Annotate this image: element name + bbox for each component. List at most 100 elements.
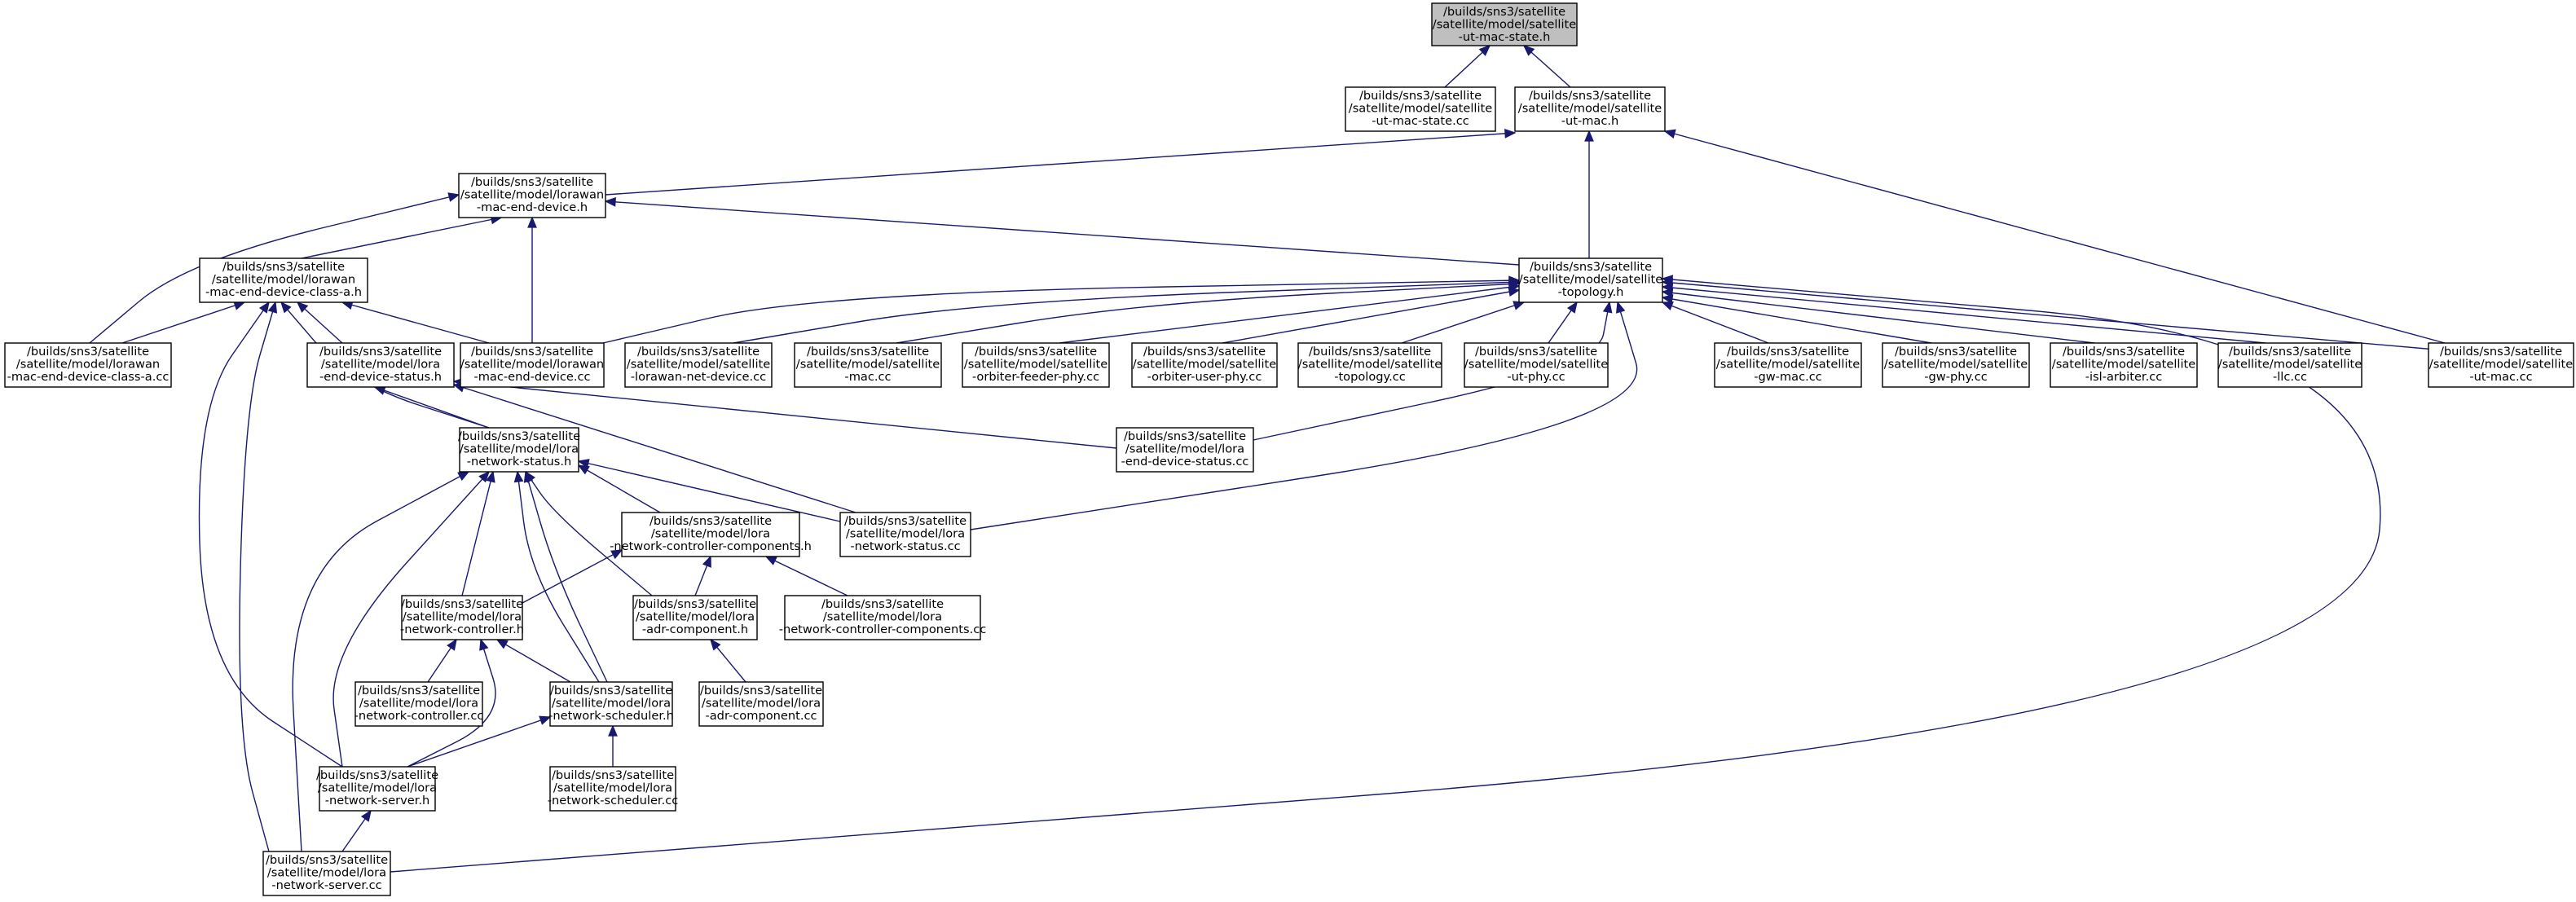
arrowhead-lora-adr-component-h-to-lora-network-controller-components-h (702, 555, 711, 568)
node-label-line: /builds/sns3/satellite (1895, 345, 2017, 359)
node-lora-network-scheduler-h[interactable]: /builds/sns3/satellite/satellite/model/l… (548, 681, 674, 727)
node-label-line: -network-status.cc (850, 539, 960, 553)
node-label-line: -network-scheduler.cc (548, 794, 679, 807)
arrowhead-lora-network-controller-h-to-lora-network-controller-components-h (610, 549, 623, 560)
node-lora-network-controller-cc[interactable]: /builds/sns3/satellite/satellite/model/l… (354, 681, 484, 727)
node-label-line: /builds/sns3/satellite (1309, 345, 1431, 359)
edge-mac-cc-to-topology-h (896, 283, 1520, 344)
node-label-line: /satellite/model/lorawan (16, 358, 160, 372)
node-box (401, 595, 523, 640)
node-lora-network-controller-h[interactable]: /builds/sns3/satellite/satellite/model/l… (400, 595, 524, 640)
node-lorawan-net-device-cc[interactable]: /builds/sns3/satellite/satellite/model/s… (624, 342, 773, 388)
node-ut-phy-cc[interactable]: /builds/sns3/satellite/satellite/model/s… (1464, 342, 1609, 388)
edge-lora-network-scheduler-h-to-lora-network-status-h (517, 471, 600, 683)
arrowhead-lorawan-mac-end-device-class-a-cc-to-lorawan-mac-end-device-h (447, 192, 460, 202)
node-label-line: /satellite/model/satellite (627, 358, 770, 372)
node-gw-phy-cc[interactable]: /builds/sns3/satellite/satellite/model/s… (1882, 342, 2030, 388)
edge-lora-network-status-cc-to-topology-h (970, 301, 1638, 530)
node-label-line: /builds/sns3/satellite (550, 684, 672, 697)
edge-lora-network-controller-components-cc-to-lora-network-controller-components-h (765, 556, 848, 596)
node-label-line: /builds/sns3/satellite (471, 175, 593, 189)
node-label-line: /satellite/model/lora (636, 610, 755, 624)
node-lora-network-status-cc[interactable]: /builds/sns3/satellite/satellite/model/l… (839, 512, 971, 557)
node-label-line: -mac.cc (844, 370, 891, 384)
node-label-line: /builds/sns3/satellite (1124, 429, 1246, 443)
node-orbiter-user-phy-cc[interactable]: /builds/sns3/satellite/satellite/model/s… (1131, 342, 1278, 388)
arrowhead-ut-mac-h-to-ut-mac-state-h (1522, 44, 1535, 56)
node-lora-network-scheduler-cc[interactable]: /builds/sns3/satellite/satellite/model/l… (548, 766, 679, 812)
node-label-line: /builds/sns3/satellite (634, 597, 756, 611)
node-box (784, 595, 981, 640)
node-label-line: -llc.cc (2273, 370, 2307, 384)
edge-lora-network-scheduler-h-to-lora-network-controller-h (496, 639, 571, 683)
edge-ut-mac-cc-to-topology-h (1662, 281, 2446, 351)
node-lorawan-mac-end-device-class-a-h[interactable]: /builds/sns3/satellite/satellite/model/l… (199, 257, 368, 303)
node-label-line: /builds/sns3/satellite (1143, 345, 1266, 359)
node-label-line: /builds/sns3/satellite (2063, 345, 2185, 359)
node-mac-cc[interactable]: /builds/sns3/satellite/satellite/model/s… (794, 342, 942, 388)
node-box (4, 342, 172, 388)
node-label-line: /builds/sns3/satellite (2440, 345, 2562, 359)
node-label-line: -mac-end-device.h (477, 200, 588, 214)
arrowhead-lora-network-server-cc-to-lorawan-mac-end-device-class-a-h (267, 301, 278, 314)
node-isl-arbiter-cc[interactable]: /builds/sns3/satellite/satellite/model/s… (2050, 342, 2198, 388)
node-label-line: /satellite/model/lorawan (460, 188, 604, 202)
node-lora-network-status-h[interactable]: /builds/sns3/satellite/satellite/model/l… (458, 427, 580, 473)
edge-ut-mac-h-to-ut-mac-state-h (1523, 45, 1571, 88)
node-ut-mac-state-cc[interactable]: /builds/sns3/satellite/satellite/model/s… (1345, 86, 1496, 132)
node-label-line: /builds/sns3/satellite (650, 514, 772, 528)
node-label-line: -end-device-status.cc (1121, 455, 1249, 469)
node-llc-cc[interactable]: /builds/sns3/satellite/satellite/model/s… (2217, 342, 2362, 388)
arrowhead-lora-network-status-h-to-lorawan-mac-end-device-class-a-h (280, 301, 292, 314)
node-ut-mac-h[interactable]: /builds/sns3/satellite/satellite/model/s… (1514, 86, 1666, 132)
edge-lora-network-scheduler-h-to-lora-network-status-h (525, 471, 608, 683)
arrowhead-lora-end-device-status-cc-to-topology-h (1602, 301, 1613, 314)
arrowhead-lora-network-controller-cc-to-lora-network-controller-h (447, 638, 457, 651)
nodes: /builds/sns3/satellite/satellite/model/s… (4, 2, 2574, 896)
edge-lora-network-server-cc-to-topology-h (390, 278, 2381, 873)
node-label-line: /satellite/model/lora (702, 697, 821, 711)
node-lora-network-server-h[interactable]: /builds/sns3/satellite/satellite/model/l… (316, 766, 438, 812)
node-gw-mac-cc[interactable]: /builds/sns3/satellite/satellite/model/s… (1714, 342, 1862, 388)
arrowhead-lora-network-scheduler-cc-to-lora-network-scheduler-h (608, 724, 618, 737)
node-box (962, 342, 1110, 388)
node-lorawan-mac-end-device-h[interactable]: /builds/sns3/satellite/satellite/model/l… (458, 173, 606, 218)
edge-lorawan-mac-end-device-cc-to-topology-h (602, 279, 1520, 344)
node-lora-network-controller-components-cc[interactable]: /builds/sns3/satellite/satellite/model/l… (779, 595, 987, 640)
node-orbiter-feeder-phy-cc[interactable]: /builds/sns3/satellite/satellite/model/s… (962, 342, 1110, 388)
edge-lorawan-mac-end-device-class-a-cc-to-lorawan-mac-end-device-class-a-h (121, 301, 245, 344)
node-label-line: -adr-component.h (642, 623, 748, 636)
arrowhead-lora-network-scheduler-h-to-lora-network-status-h (513, 470, 524, 483)
node-label-line: /satellite/model/satellite (2429, 358, 2573, 372)
node-lora-network-controller-components-h[interactable]: /builds/sns3/satellite/satellite/model/l… (610, 512, 812, 557)
edge-lora-end-device-status-cc-to-lora-end-device-status-h (453, 381, 1117, 449)
node-label-line: /builds/sns3/satellite (266, 853, 388, 867)
arrowhead-lora-network-server-h-to-lorawan-mac-end-device-class-a-h (258, 301, 270, 314)
node-label-line: /satellite/model/lora (460, 442, 579, 456)
node-label-line: /satellite/model/lora (823, 610, 942, 624)
arrowhead-topology-h-to-lorawan-mac-end-device-h (604, 196, 616, 207)
node-topology-cc[interactable]: /builds/sns3/satellite/satellite/model/s… (1297, 342, 1442, 388)
node-lora-end-device-status-cc[interactable]: /builds/sns3/satellite/satellite/model/l… (1116, 427, 1254, 473)
node-label-line: -mac-end-device-class-a.h (205, 285, 362, 299)
node-topology-h[interactable]: /builds/sns3/satellite/satellite/model/s… (1518, 257, 1663, 303)
node-lora-network-server-cc[interactable]: /builds/sns3/satellite/satellite/model/l… (262, 851, 391, 896)
arrowhead-lora-network-status-cc-to-lora-network-status-h (577, 459, 590, 469)
node-label-line: /builds/sns3/satellite (358, 684, 480, 697)
node-lora-adr-component-h[interactable]: /builds/sns3/satellite/satellite/model/l… (632, 595, 758, 640)
node-lorawan-mac-end-device-cc[interactable]: /builds/sns3/satellite/satellite/model/l… (460, 342, 605, 388)
node-lora-adr-component-cc[interactable]: /builds/sns3/satellite/satellite/model/l… (698, 681, 824, 727)
node-lora-end-device-status-h[interactable]: /builds/sns3/satellite/satellite/model/l… (306, 342, 455, 388)
node-label-line: /builds/sns3/satellite (2229, 345, 2351, 359)
edge-lora-network-status-cc-to-lora-network-status-h (578, 460, 841, 522)
arrowhead-lora-end-device-status-h-to-lorawan-mac-end-device-class-a-h (296, 301, 309, 313)
node-label-line: /satellite/model/satellite (1518, 102, 1662, 116)
node-label-line: /builds/sns3/satellite (458, 429, 580, 443)
node-lorawan-mac-end-device-class-a-cc[interactable]: /builds/sns3/satellite/satellite/model/l… (4, 342, 172, 388)
edge-lorawan-mac-end-device-class-a-h-to-lorawan-mac-end-device-h (301, 217, 502, 259)
node-box (621, 512, 800, 557)
node-ut-mac-cc[interactable]: /builds/sns3/satellite/satellite/model/s… (2428, 342, 2574, 388)
edge-gw-phy-cc-to-topology-h (1662, 297, 1932, 344)
node-box (549, 681, 673, 727)
node-label-line: -network-status.h (467, 455, 572, 469)
